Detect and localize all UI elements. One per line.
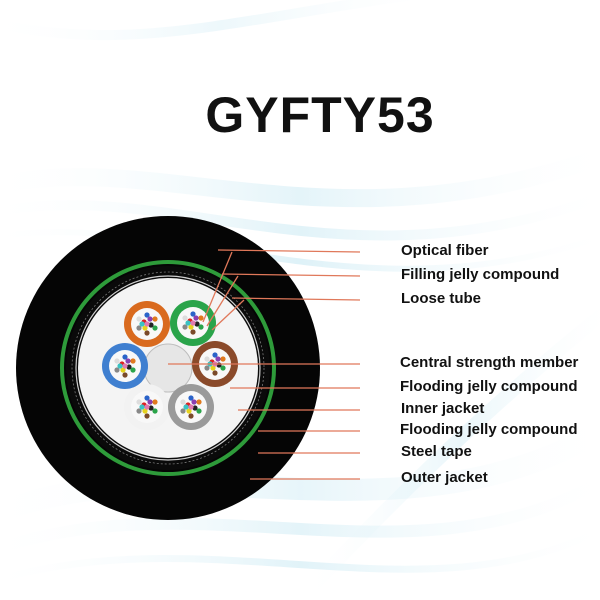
optical-fiber: [120, 367, 126, 373]
optical-fiber: [183, 404, 189, 410]
optical-fiber: [204, 356, 210, 362]
optical-fiber: [148, 322, 154, 328]
layer-label: Inner jacket: [401, 400, 485, 417]
optical-fiber: [215, 356, 221, 362]
optical-fiber: [142, 325, 148, 331]
optical-fiber: [114, 358, 120, 364]
optical-fiber: [130, 367, 136, 373]
flooding-jelly-compound-ring: [71, 271, 265, 465]
optical-fiber: [188, 324, 194, 330]
optical-fiber: [191, 399, 197, 405]
optical-fiber: [139, 321, 145, 327]
optical-fiber: [182, 315, 188, 321]
optical-fiber: [190, 320, 196, 326]
layer-label: Outer jacket: [401, 469, 488, 486]
optical-fiber: [198, 315, 204, 321]
optical-fiber: [212, 352, 218, 358]
optical-fiber: [180, 399, 186, 405]
optical-fiber: [180, 408, 186, 414]
loose-tube-gray: [168, 384, 214, 430]
leader-line: [217, 249, 361, 253]
optical-fiber: [196, 399, 202, 405]
optical-fiber: [212, 370, 218, 376]
layer-label: Steel tape: [401, 443, 472, 460]
optical-fiber: [193, 315, 199, 321]
loose-tube-orange: [124, 301, 170, 347]
leader-line: [221, 273, 361, 277]
optical-fiber: [188, 404, 194, 410]
optical-fiber: [182, 324, 188, 330]
loose-tube-blue: [102, 343, 148, 389]
optical-fiber: [196, 408, 202, 414]
leader-line: [206, 275, 239, 327]
optical-fiber: [188, 395, 194, 401]
leader-line: [231, 297, 361, 301]
optical-fiber: [152, 325, 158, 331]
inner-jacket-edge: [75, 275, 261, 461]
optical-fiber: [194, 321, 200, 327]
optical-fiber: [192, 405, 198, 411]
optical-fiber: [136, 325, 142, 331]
optical-fiber: [147, 399, 153, 405]
optical-fiber: [152, 316, 158, 322]
loose-tube-white: [124, 384, 170, 430]
optical-fiber: [210, 365, 216, 371]
layer-label: Flooding jelly compound: [400, 378, 578, 395]
steel-tape: [60, 260, 276, 476]
optical-fiber: [122, 354, 128, 360]
optical-fiber: [130, 358, 136, 364]
optical-fiber: [122, 372, 128, 378]
layer-label: Central strength member: [400, 354, 579, 371]
optical-fiber: [220, 365, 226, 371]
leader-line: [202, 251, 233, 323]
optical-fiber: [144, 321, 150, 327]
optical-fiber: [152, 399, 158, 405]
optical-fiber: [125, 358, 131, 364]
optical-fiber: [190, 311, 196, 317]
layer-label: Filling jelly compound: [401, 266, 560, 283]
optical-fiber: [148, 405, 154, 411]
optical-fiber: [186, 408, 192, 414]
optical-fiber: [142, 408, 148, 414]
optical-fiber: [144, 404, 150, 410]
optical-fiber: [147, 316, 153, 322]
optical-fiber: [152, 408, 158, 414]
optical-fiber: [139, 404, 145, 410]
optical-fiber: [198, 324, 204, 330]
optical-fiber: [190, 329, 196, 335]
diagram-title: GYFTY53: [205, 87, 435, 143]
optical-fiber: [117, 363, 123, 369]
optical-fiber: [204, 365, 210, 371]
loose-tube-green: [170, 300, 216, 346]
optical-fiber: [144, 312, 150, 318]
leader-line: [211, 299, 245, 331]
layer-label: Loose tube: [401, 290, 482, 307]
optical-fiber: [185, 320, 191, 326]
optical-fiber: [122, 363, 128, 369]
layer-label: Optical fiber: [401, 242, 489, 259]
optical-fiber: [144, 330, 150, 336]
optical-fiber: [144, 413, 150, 419]
optical-fiber: [136, 399, 142, 405]
optical-fiber: [220, 356, 226, 362]
optical-fiber: [188, 413, 194, 419]
optical-fiber: [126, 364, 132, 370]
optical-fiber: [144, 395, 150, 401]
layer-label: Flooding jelly compound: [400, 421, 578, 438]
optical-fiber: [136, 408, 142, 414]
optical-fiber: [136, 316, 142, 322]
optical-fiber: [114, 367, 120, 373]
